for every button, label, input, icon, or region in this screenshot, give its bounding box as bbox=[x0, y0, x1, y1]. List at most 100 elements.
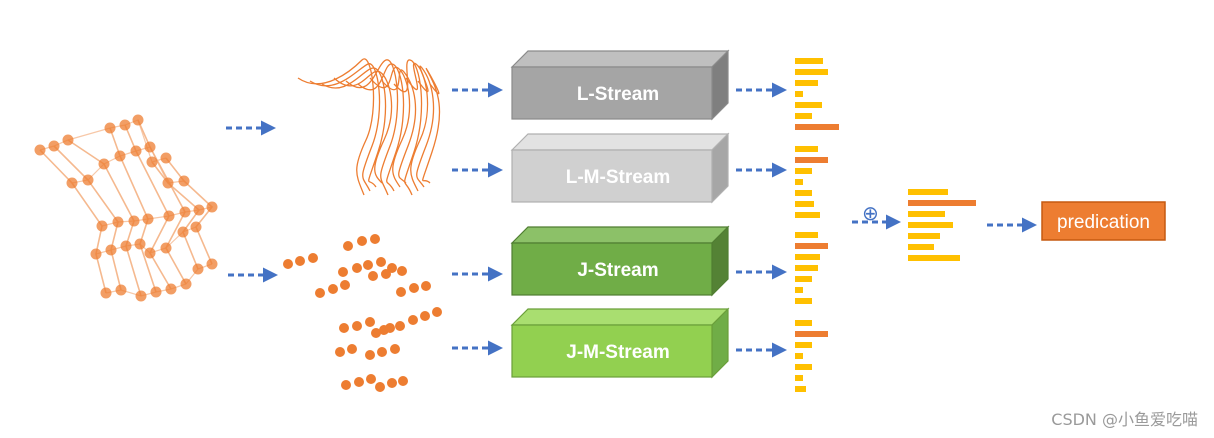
joint-point bbox=[365, 317, 375, 327]
fusion-plus-icon: ⊕ bbox=[862, 201, 879, 225]
score-bar bbox=[795, 113, 812, 119]
skeleton-joint bbox=[150, 286, 162, 298]
joint-point bbox=[395, 321, 405, 331]
bone-trajectory bbox=[357, 63, 405, 192]
stream-box-l-m-stream: L-M-Stream bbox=[510, 132, 730, 204]
skeleton-joint bbox=[119, 119, 131, 131]
skeleton-joint bbox=[144, 141, 156, 153]
skeleton-joint bbox=[192, 263, 204, 275]
score-bar bbox=[795, 179, 803, 185]
score-bar bbox=[795, 353, 803, 359]
fused-score-bar bbox=[908, 255, 960, 261]
joint-point bbox=[368, 271, 378, 281]
score-bar bbox=[795, 287, 803, 293]
skeleton-joint bbox=[142, 213, 154, 225]
prediction-label: predication bbox=[1057, 212, 1150, 233]
skeleton-joint bbox=[115, 284, 127, 296]
skeleton-joint bbox=[177, 226, 189, 238]
joint-point bbox=[421, 281, 431, 291]
skeleton-joint bbox=[160, 152, 172, 164]
skeleton-joint bbox=[48, 140, 60, 152]
skeleton-joint bbox=[180, 278, 192, 290]
score-bar bbox=[795, 342, 812, 348]
joint-point bbox=[328, 284, 338, 294]
stream-box-j-m-stream: J-M-Stream bbox=[510, 307, 730, 379]
joint-point bbox=[339, 323, 349, 333]
skeleton-joint bbox=[179, 206, 191, 218]
stream-label: L-M-Stream bbox=[566, 167, 671, 188]
joint-point bbox=[370, 234, 380, 244]
joint-point bbox=[408, 315, 418, 325]
joint-point bbox=[409, 283, 419, 293]
joint-point bbox=[295, 256, 305, 266]
score-bar bbox=[795, 298, 812, 304]
arrows bbox=[226, 82, 1037, 358]
skeleton-joint bbox=[165, 283, 177, 295]
score-bar bbox=[795, 190, 812, 196]
bone-trajectory bbox=[393, 59, 423, 196]
joint-point bbox=[375, 382, 385, 392]
fused-score-bar bbox=[908, 244, 934, 250]
joint-point bbox=[397, 266, 407, 276]
joint-point bbox=[352, 263, 362, 273]
joint-points-icon bbox=[283, 234, 442, 392]
bone-trajectory bbox=[422, 68, 441, 184]
skeleton-joint bbox=[178, 175, 190, 187]
fused-score-bar bbox=[908, 200, 976, 206]
skeleton-joint bbox=[162, 177, 174, 189]
skeleton-joint bbox=[206, 201, 218, 213]
score-bar bbox=[795, 91, 803, 97]
skeleton-joint bbox=[144, 247, 156, 259]
joint-point bbox=[390, 344, 400, 354]
skeleton-joint bbox=[120, 240, 132, 252]
score-bar bbox=[795, 146, 818, 152]
joint-point bbox=[343, 241, 353, 251]
skeleton-joint bbox=[130, 145, 142, 157]
skeleton-joint bbox=[104, 122, 116, 134]
score-bar bbox=[795, 168, 812, 174]
skeleton-joint bbox=[112, 216, 124, 228]
skeleton-joint bbox=[96, 220, 108, 232]
score-bar bbox=[795, 265, 818, 271]
bone-trajectory bbox=[381, 69, 417, 184]
skeleton-joint bbox=[146, 156, 158, 168]
stream-box-top bbox=[510, 308, 730, 326]
joint-point bbox=[376, 257, 386, 267]
skeleton-joint bbox=[105, 244, 117, 256]
skeleton-joint bbox=[34, 144, 46, 156]
stream-box-j-stream: J-Stream bbox=[510, 225, 730, 297]
score-bar bbox=[795, 320, 812, 326]
skeleton-joint bbox=[90, 248, 102, 260]
joint-point bbox=[354, 377, 364, 387]
joint-point bbox=[387, 378, 397, 388]
joint-point bbox=[283, 259, 293, 269]
stream-box-front bbox=[511, 324, 713, 378]
joint-point bbox=[352, 321, 362, 331]
score-bar bbox=[795, 276, 812, 282]
score-bar bbox=[795, 375, 803, 381]
joint-point bbox=[381, 269, 391, 279]
skeleton-limb bbox=[151, 161, 201, 270]
skeleton-joint bbox=[62, 134, 74, 146]
score-bar bbox=[795, 331, 828, 337]
score-bar bbox=[795, 212, 820, 218]
skeleton-sequence-icon bbox=[34, 114, 218, 302]
joint-point bbox=[377, 347, 387, 357]
joint-point bbox=[335, 347, 345, 357]
joint-point bbox=[315, 288, 325, 298]
joint-point bbox=[371, 328, 381, 338]
skeleton-joint bbox=[100, 287, 112, 299]
joint-point bbox=[338, 267, 348, 277]
joint-point bbox=[357, 236, 367, 246]
stream-box-front bbox=[511, 66, 713, 120]
stream-label: L-Stream bbox=[577, 84, 659, 105]
skeleton-joint bbox=[160, 242, 172, 254]
fused-score-bars bbox=[908, 189, 976, 261]
skeleton-joint bbox=[128, 215, 140, 227]
bone-trajectory bbox=[297, 58, 375, 196]
joint-point bbox=[398, 376, 408, 386]
skeleton-joint bbox=[163, 210, 175, 222]
